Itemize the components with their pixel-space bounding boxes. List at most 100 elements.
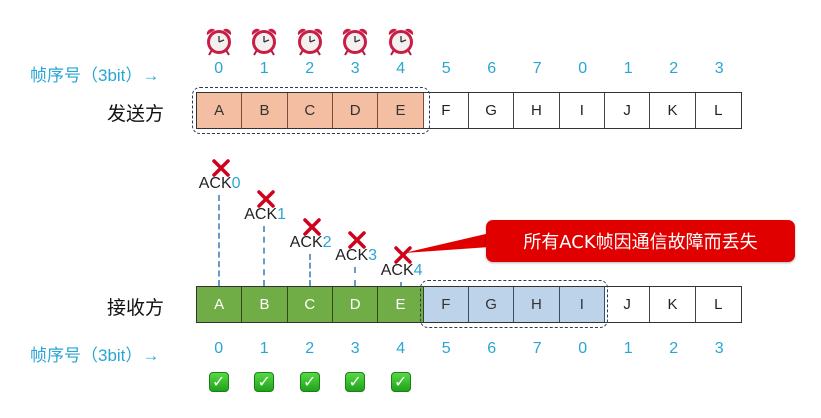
sequence-number: 6: [487, 340, 497, 357]
sequence-number: 0: [214, 340, 224, 357]
check-slot: ✓: [333, 372, 379, 392]
receiver-frame-cell: I: [559, 287, 605, 322]
receiver-frame-cell: H: [514, 287, 560, 322]
receiver-frame-cell: G: [468, 287, 515, 322]
receiver-sequence-label: 帧序号（3bit）→: [30, 346, 160, 365]
ack-prefix: ACK: [289, 234, 323, 251]
callout-pointer: [404, 233, 490, 253]
ack-prefix: ACK: [244, 206, 278, 223]
sequence-number: 0: [214, 60, 224, 77]
ack-prefix: ACK: [380, 262, 414, 279]
sender-frame-cell: J: [604, 93, 651, 128]
sender-frame-cell: E: [378, 93, 424, 128]
receiver-checks: ✓ ✓ ✓ ✓ ✓: [196, 372, 424, 392]
ack-dashed-line: [354, 267, 357, 286]
sequence-number: 1: [259, 340, 269, 357]
ack-number: 2: [322, 234, 332, 251]
ack-prefix: ACK: [198, 175, 232, 192]
sequence-number: 4: [396, 340, 406, 357]
alarm-clock-icon: [386, 26, 416, 56]
sequence-number: 3: [350, 60, 360, 77]
receiver-frame-cell: A: [197, 287, 243, 322]
alarm-clock-icon: [340, 26, 370, 56]
sequence-number: 2: [669, 340, 679, 357]
sequence-number: 0: [578, 60, 588, 77]
callout-text: 所有ACK帧因通信故障而丢失: [523, 232, 758, 253]
sequence-number: 3: [350, 340, 360, 357]
check-mark-icon: ✓: [390, 372, 411, 392]
sequence-number: 3: [714, 340, 724, 357]
sender-frame-cell: H: [514, 93, 560, 128]
sender-timers: [196, 26, 742, 58]
sender-frame-cell: B: [242, 93, 288, 128]
receiver-label: 接收方: [107, 297, 165, 319]
ack-label: ACK4: [381, 262, 423, 280]
check-slot: ✓: [196, 372, 242, 392]
lost-x-icon: [303, 218, 321, 236]
ack-label: ACK2: [290, 234, 332, 252]
sequence-number: 7: [532, 60, 542, 77]
sender-send-window: [192, 87, 430, 134]
sequence-number: 1: [623, 340, 633, 357]
lost-x-icon: [257, 190, 275, 208]
check-mark-icon: ✓: [345, 372, 366, 392]
sender-sequence-label: 帧序号（3bit）→: [30, 66, 160, 85]
sender-frame-cell: K: [650, 93, 696, 128]
ack-label: ACK0: [199, 175, 241, 193]
sender-frame-cell: F: [423, 93, 469, 128]
sender-frame-cell: A: [197, 93, 243, 128]
receiver-receive-window: [420, 280, 608, 328]
ack-number: 4: [413, 262, 423, 279]
callout-lost-acks: 所有ACK帧因通信故障而丢失: [486, 220, 795, 262]
lost-x-icon: [394, 246, 412, 264]
receiver-frame-cell: K: [650, 287, 696, 322]
sequence-number: 7: [532, 340, 542, 357]
sequence-number: 1: [259, 60, 269, 77]
receiver-frame-cell: D: [332, 287, 379, 322]
alarm-clock-icon: [295, 26, 325, 56]
check-slot: ✓: [378, 372, 424, 392]
ack-number: 1: [277, 206, 287, 223]
check-mark-icon: ✓: [208, 372, 229, 392]
sender-frame-cell: I: [559, 93, 605, 128]
ack-dashed-line: [399, 282, 402, 286]
sequence-number: 5: [441, 60, 451, 77]
alarm-clock-icon: [204, 26, 234, 56]
receiver-sequence-numbers: 0 1 2 3 4 5 6 7 0 1 2 3: [196, 340, 742, 358]
receiver-frame-cell: J: [604, 287, 651, 322]
receiver-frame-cell: C: [287, 287, 333, 322]
sender-frame-cell: D: [332, 93, 379, 128]
ack-dashed-line: [263, 226, 266, 286]
lost-x-icon: [212, 159, 230, 177]
ack-dashed-line: [308, 254, 311, 286]
sequence-number: 2: [669, 60, 679, 77]
sequence-number: 2: [305, 340, 315, 357]
ack-number: 3: [368, 247, 378, 264]
sender-frame-cell: L: [695, 93, 741, 128]
receiver-frame-cell: L: [695, 287, 741, 322]
sequence-number: 2: [305, 60, 315, 77]
alarm-clock-icon: [249, 26, 279, 56]
ack-dashed-line: [217, 195, 220, 286]
sender-label: 发送方: [107, 103, 165, 125]
sender-frame-cell: C: [287, 93, 333, 128]
check-slot: ✓: [242, 372, 288, 392]
check-mark-icon: ✓: [299, 372, 320, 392]
receiver-frame-cell: E: [378, 287, 424, 322]
ack-label: ACK1: [244, 206, 286, 224]
sequence-number: 4: [396, 60, 406, 77]
sender-frame-cell: G: [468, 93, 515, 128]
check-slot: ✓: [287, 372, 333, 392]
ack-label: ACK3: [335, 247, 377, 265]
receiver-frame-cell: B: [242, 287, 288, 322]
sequence-number: 6: [487, 60, 497, 77]
sequence-number: 5: [441, 340, 451, 357]
receiver-frame-cell: F: [423, 287, 469, 322]
check-mark-icon: ✓: [254, 372, 275, 392]
ack-number: 0: [231, 175, 241, 192]
sequence-number: 1: [623, 60, 633, 77]
ack-prefix: ACK: [335, 247, 369, 264]
sequence-number: 0: [578, 340, 588, 357]
